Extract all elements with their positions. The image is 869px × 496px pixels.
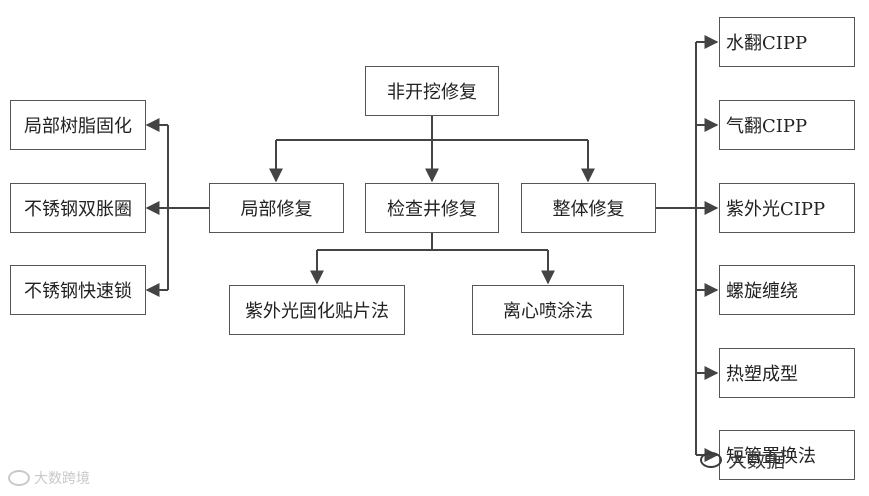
node-centrifugal-spray: 离心喷涂法 bbox=[472, 285, 624, 335]
node-overall-repair: 整体修复 bbox=[521, 183, 656, 233]
node-spiral-winding: 螺旋缠绕 bbox=[719, 265, 855, 315]
watermark-left-text: 大数跨境 bbox=[34, 471, 90, 487]
node-water-cipp: 水翻CIPP bbox=[719, 17, 855, 67]
wechat-icon bbox=[700, 451, 722, 468]
node-local-repair: 局部修复 bbox=[209, 183, 344, 233]
node-stainless-double-ring: 不锈钢双胀圈 bbox=[10, 183, 146, 233]
watermark-right-text: 大数据 bbox=[728, 450, 786, 472]
node-uv-cipp: 紫外光CIPP bbox=[719, 183, 855, 233]
node-thermoplastic-forming: 热塑成型 bbox=[719, 348, 855, 398]
node-manhole-repair: 检查井修复 bbox=[365, 183, 499, 233]
watermark-right: 大数据 bbox=[700, 446, 785, 473]
node-local-resin-curing: 局部树脂固化 bbox=[10, 100, 146, 150]
node-uv-patch: 紫外光固化贴片法 bbox=[229, 285, 405, 335]
node-stainless-quick-lock: 不锈钢快速锁 bbox=[10, 265, 146, 315]
root-node: 非开挖修复 bbox=[365, 66, 499, 116]
node-short-pipe-replacement: 短管置换法 bbox=[719, 430, 855, 480]
watermark-logo-icon bbox=[8, 470, 30, 486]
node-air-cipp: 气翻CIPP bbox=[719, 100, 855, 150]
watermark-left: 大数跨境 bbox=[8, 468, 90, 488]
